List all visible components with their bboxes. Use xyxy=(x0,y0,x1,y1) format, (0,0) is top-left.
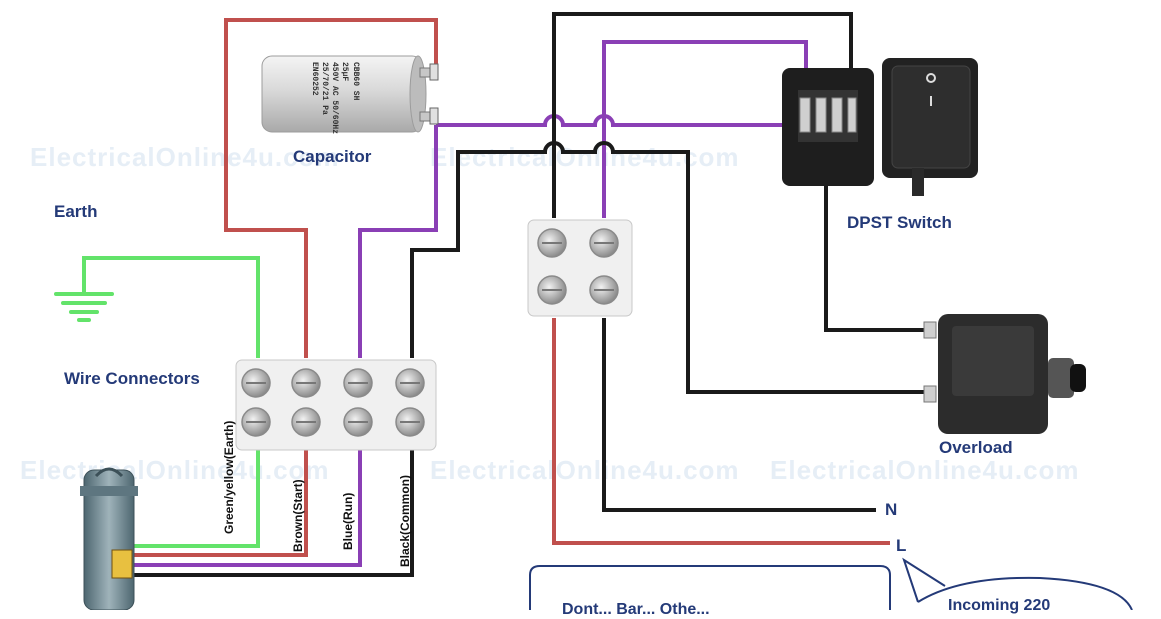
capacitor-print-2: 25μF xyxy=(340,62,349,81)
wire-green-pump-earth xyxy=(130,448,260,548)
wire-connector-strip xyxy=(235,359,437,451)
capacitor-print-5: EN60252 xyxy=(310,62,319,96)
info-box xyxy=(529,565,891,610)
wire-label-run: Blue(Run) xyxy=(341,492,355,550)
earth-ground-icon xyxy=(54,292,114,322)
wire-purple-capacitor-switch xyxy=(436,114,797,127)
watermark: ElectricalOnline4u.com xyxy=(30,142,340,172)
wire-black-switch-overload xyxy=(824,150,932,332)
wire-black-pump-common xyxy=(130,448,414,577)
capacitor-icon xyxy=(261,55,439,133)
wire-connectors-label: Wire Connectors xyxy=(64,369,200,388)
overload-label: Overload xyxy=(939,438,1013,457)
wire-black-common-overload xyxy=(410,141,932,394)
capacitor-print-3: 450V AC 50/60Hz xyxy=(330,62,339,134)
wire-black-neutral-incoming xyxy=(602,318,876,512)
submersible-pump-icon xyxy=(80,467,138,610)
wire-purple-pump-run xyxy=(130,448,362,567)
wire-red-live-incoming xyxy=(552,318,890,545)
live-label: L xyxy=(896,536,907,555)
capacitor-label: Capacitor xyxy=(293,147,372,166)
watermark: ElectricalOnline4u.com xyxy=(430,455,740,485)
neutral-label: N xyxy=(885,500,898,519)
wire-label-common: Black(Common) xyxy=(398,474,412,567)
wire-red-pump-start xyxy=(130,448,308,557)
wire-green-earth-ground xyxy=(82,256,260,358)
wire-label-earth: Green/yellow(Earth) xyxy=(222,420,236,534)
wire-purple-neutral-switch xyxy=(602,40,808,218)
incoming-connector-block xyxy=(527,219,633,317)
wire-red-capacitor-start xyxy=(224,18,438,358)
capacitor-print-4: 25/70/21 Pa xyxy=(320,62,329,115)
watermark: ElectricalOnline4u.com xyxy=(770,455,1080,485)
watermark: ElectricalOnline4u.com xyxy=(20,455,330,485)
earth-label: Earth xyxy=(54,202,98,221)
dpst-switch-label: DPST Switch xyxy=(847,213,952,232)
wire-purple-capacitor-run xyxy=(358,125,438,358)
wire-label-start: Brown(Start) xyxy=(291,479,305,552)
speech-bubble xyxy=(902,557,1133,610)
overload-breaker-icon xyxy=(923,314,1086,434)
info-box-text: Dont... Bar... Othe... xyxy=(562,601,710,618)
capacitor-print-1: CBB60 SH xyxy=(351,62,360,101)
incoming-callout-text: Incoming 220 xyxy=(948,597,1051,614)
dpst-switch-icon xyxy=(782,58,978,196)
